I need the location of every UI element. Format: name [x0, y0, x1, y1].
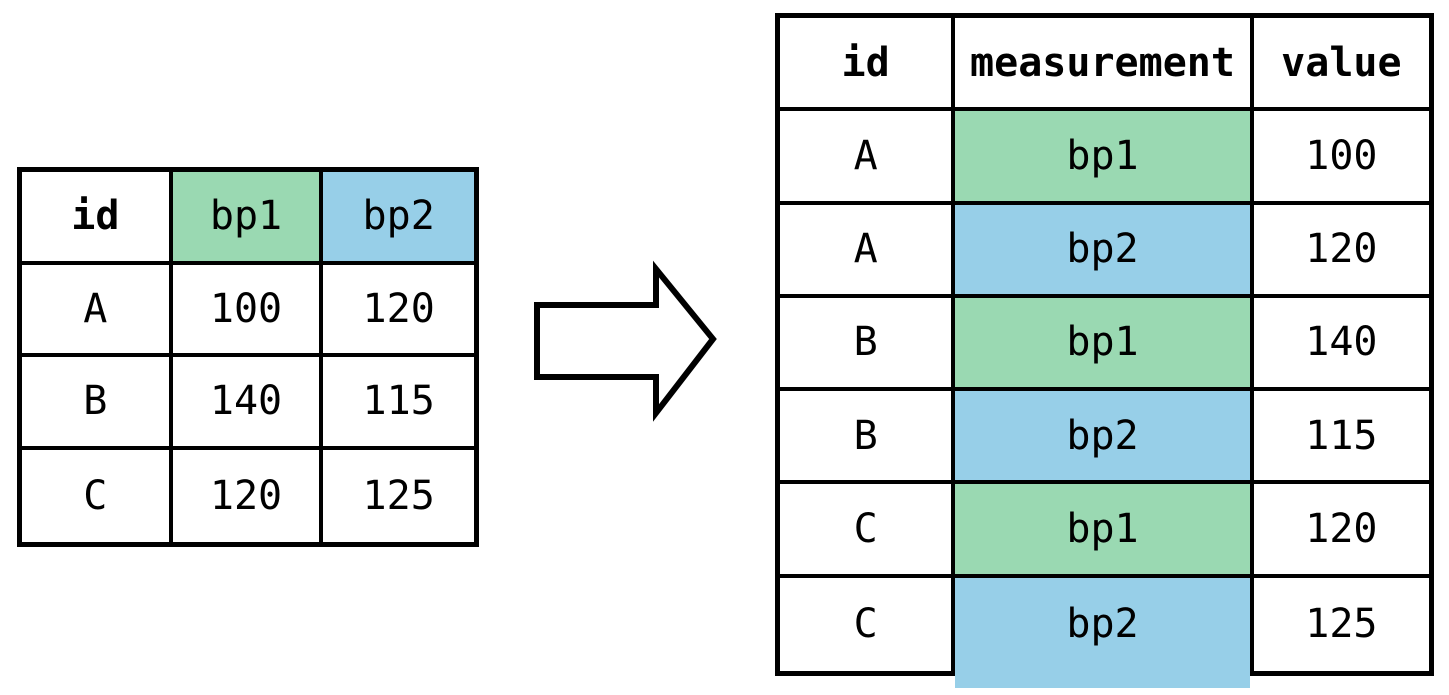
long-cell-measurement: bp2 — [955, 391, 1254, 485]
wide-table: id bp1 bp2 A 100 120 B 140 115 C 120 125 — [17, 167, 479, 547]
long-header-id: id — [780, 18, 956, 112]
wide-cell-bp2: 120 — [323, 264, 474, 357]
wide-cell-bp2: 115 — [323, 357, 474, 450]
wide-cell-bp1: 140 — [172, 357, 324, 450]
wide-cell-bp1: 100 — [172, 264, 324, 357]
transform-arrow — [528, 258, 724, 424]
wide-cell-id: A — [22, 264, 173, 357]
long-header-measurement: measurement — [955, 18, 1254, 112]
long-cell-measurement: bp1 — [955, 111, 1254, 205]
long-header-value: value — [1253, 18, 1429, 112]
wide-header-bp1: bp1 — [172, 172, 324, 265]
right-block-arrow-icon — [534, 260, 717, 422]
long-cell-value: 140 — [1253, 297, 1429, 392]
long-cell-measurement: bp2 — [955, 204, 1254, 298]
long-cell-value: 115 — [1253, 391, 1429, 485]
wide-cell-id: C — [22, 449, 173, 542]
long-cell-measurement: bp1 — [955, 484, 1254, 578]
wide-header-id: id — [22, 172, 173, 265]
wide-cell-bp2: 125 — [323, 449, 474, 542]
long-cell-id: B — [780, 297, 956, 392]
long-cell-id: A — [780, 111, 956, 205]
long-table: id measurement value A bp1 100 A bp2 120… — [775, 13, 1434, 689]
wide-cell-id: B — [22, 357, 173, 450]
wide-cell-bp1: 120 — [172, 449, 324, 542]
long-cell-id: C — [780, 484, 956, 578]
long-cell-id: B — [780, 391, 956, 485]
long-cell-id: A — [780, 204, 956, 298]
long-cell-value: 100 — [1253, 111, 1429, 205]
long-cell-measurement: bp1 — [955, 297, 1254, 392]
long-cell-id: C — [780, 577, 956, 671]
long-cell-value: 120 — [1253, 204, 1429, 298]
wide-header-bp2: bp2 — [323, 172, 474, 265]
long-cell-measurement: bp2 — [955, 577, 1254, 689]
long-cell-value: 120 — [1253, 484, 1429, 578]
long-cell-value: 125 — [1253, 577, 1429, 671]
